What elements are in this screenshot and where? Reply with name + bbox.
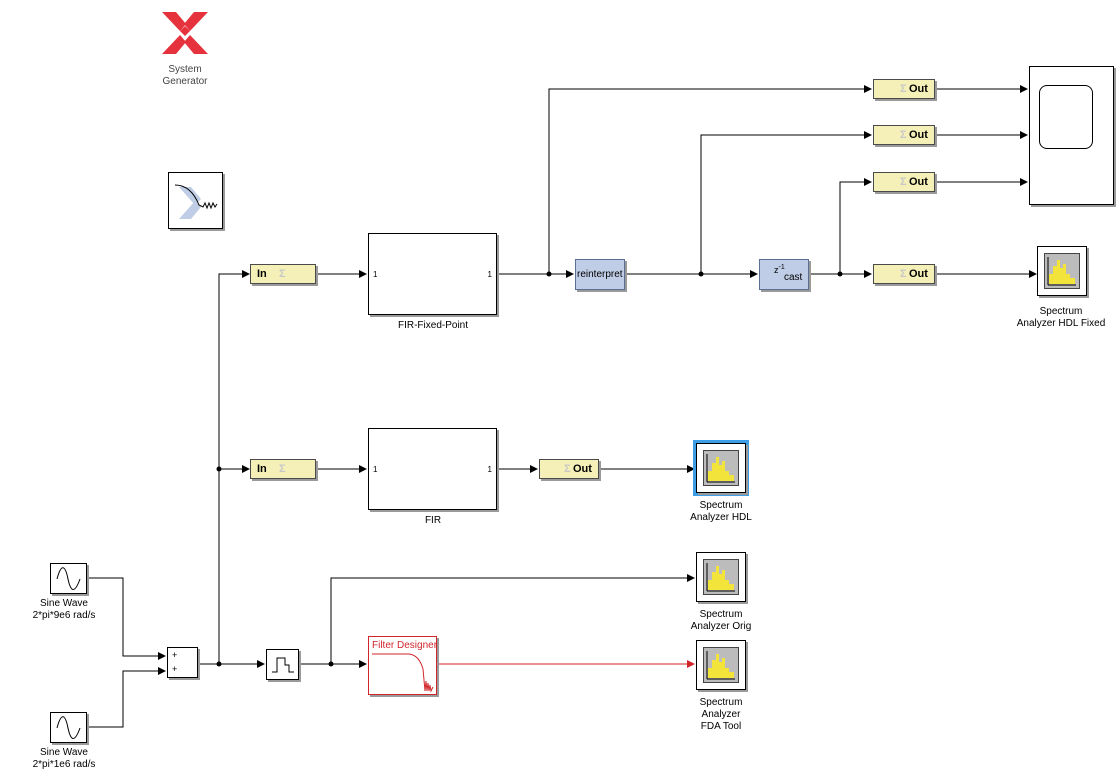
xilinx-logo-icon	[162, 12, 208, 54]
branch-dot	[837, 271, 843, 277]
xilinx-mark-icon: Σ	[564, 463, 571, 475]
gateway-out-label: Out	[909, 129, 928, 141]
wire-to-out2[interactable]	[700, 131, 872, 274]
gateway-out-3[interactable]: Σ Out	[873, 172, 935, 192]
sine-wave-icon	[56, 716, 81, 739]
sum-sign-2: +	[172, 664, 178, 674]
gateway-out-label: Out	[909, 83, 928, 95]
cast-label: cast	[784, 272, 803, 283]
reinterpret-block[interactable]: reinterpret	[575, 259, 625, 290]
xilinx-mark-icon: Σ	[900, 268, 907, 280]
gateway-in-label: In	[257, 268, 267, 280]
spectrum-icon	[703, 647, 739, 683]
filter-designer-label: Filter Designer	[372, 640, 436, 651]
gateway-in-label: In	[257, 463, 267, 475]
sine-wave-block-2[interactable]	[50, 712, 87, 743]
wire-sine1-sum[interactable]	[87, 577, 166, 660]
gateway-out-4[interactable]: Σ Out	[873, 264, 935, 284]
spectrum-analyzer-hdl[interactable]	[696, 443, 746, 493]
gateway-in-top[interactable]: In Σ	[250, 264, 316, 284]
spectrum-analyzer-fda[interactable]	[696, 640, 746, 690]
resource-analyzer-block[interactable]	[168, 172, 223, 229]
scope-screen-icon	[1039, 85, 1093, 149]
spectrum-icon	[1044, 253, 1080, 289]
filter-response-icon	[174, 184, 218, 219]
port-out-label: 1	[487, 270, 492, 279]
delay-z-label: z-1	[774, 264, 785, 275]
fir-fixed-point-subsystem[interactable]: 1 1	[368, 233, 497, 315]
port-in-label: 1	[373, 270, 378, 279]
convert-cast-block[interactable]: z-1 cast	[759, 259, 809, 290]
gateway-out-2[interactable]: Σ Out	[873, 125, 935, 145]
reinterpret-label: reinterpret	[577, 269, 623, 280]
sum-block[interactable]: + +	[167, 647, 198, 678]
fir-fixed-point-label: FIR-Fixed-Point	[397, 320, 469, 331]
branch-dot	[216, 466, 222, 472]
selection-highlight	[693, 440, 749, 496]
filter-response-icon	[372, 653, 434, 693]
gateway-out-1[interactable]: Σ Out	[873, 79, 935, 99]
wire-to-out1[interactable]	[548, 85, 872, 274]
zero-order-hold-block[interactable]	[266, 649, 299, 680]
wire-sine2-sum[interactable]	[87, 667, 166, 728]
scope-block[interactable]	[1029, 66, 1114, 205]
gateway-out-label: Out	[909, 176, 928, 188]
wire-to-spec-orig[interactable]	[330, 574, 695, 664]
spectrum-icon	[703, 559, 739, 595]
branch-dot	[216, 661, 222, 667]
xilinx-mark-icon: Σ	[279, 463, 286, 475]
sine-wave-icon	[56, 567, 81, 590]
gateway-out-mid[interactable]: Σ Out	[539, 459, 599, 479]
branch-dot	[546, 271, 552, 277]
gateway-in-mid[interactable]: In Σ	[250, 459, 316, 479]
branch-dot	[698, 271, 704, 277]
port-out-label: 1	[487, 465, 492, 474]
spectrum-analyzer-hdl-fixed[interactable]	[1037, 246, 1087, 296]
filter-designer-block[interactable]: Filter Designer	[368, 636, 437, 695]
fir-subsystem[interactable]: 1 1	[368, 428, 497, 510]
fir-label: FIR	[424, 515, 442, 526]
sine-wave-block-1[interactable]	[50, 563, 87, 594]
port-in-label: 1	[373, 465, 378, 474]
xilinx-mark-icon: Σ	[900, 83, 907, 95]
spectrum-icon	[703, 450, 739, 486]
wire-to-out3[interactable]	[839, 178, 872, 274]
sum-sign-1: +	[172, 650, 178, 660]
xilinx-mark-icon: Σ	[900, 129, 907, 141]
gateway-out-label: Out	[909, 268, 928, 280]
xilinx-mark-icon: Σ	[279, 268, 286, 280]
gateway-out-label: Out	[573, 463, 592, 475]
step-icon	[272, 657, 294, 673]
spectrum-analyzer-orig[interactable]	[696, 552, 746, 602]
branch-dot	[328, 661, 334, 667]
xilinx-mark-icon: Σ	[900, 176, 907, 188]
